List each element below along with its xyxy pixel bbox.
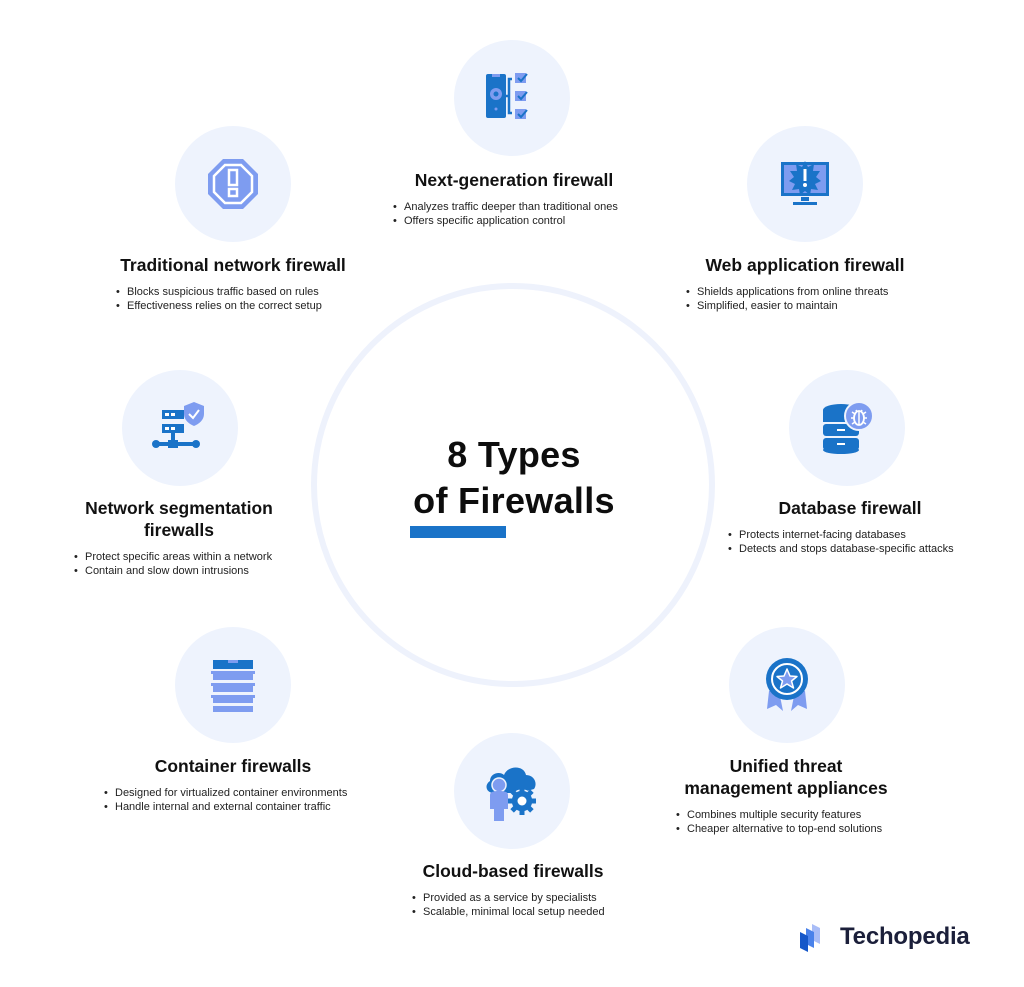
item-title-network-seg: Network segmentation firewalls [64, 497, 294, 541]
bullets-next-gen: Analyzes traffic deeper than traditional… [392, 201, 618, 228]
database-icon-circle [789, 370, 905, 486]
web-app-icon-circle [747, 126, 863, 242]
bullets-web-app: Shields applications from online threats… [685, 286, 888, 313]
item-title-web-app: Web application firewall [705, 255, 905, 275]
container-stack-icon [211, 660, 255, 712]
warning-octagon-icon [208, 159, 258, 209]
brand-name: Techopedia [840, 923, 970, 950]
bullet: Analyzes traffic deeper than traditional… [392, 201, 618, 215]
techopedia-logo-icon [800, 924, 820, 952]
traditional-icon-circle [175, 126, 291, 242]
bullet: Simplified, easier to maintain [685, 300, 888, 314]
server-shield-icon [152, 402, 204, 448]
bullet: Provided as a service by specialists [411, 892, 605, 906]
title-underline [410, 526, 506, 538]
utm-icon-circle [729, 627, 845, 743]
phone-checklist-icon [486, 73, 528, 119]
title-line-1: Unified threat [729, 756, 843, 776]
bullets-container: Designed for virtualized container envir… [103, 787, 347, 814]
center-ring [311, 283, 715, 687]
item-title-database: Database firewall [778, 498, 922, 518]
bullet: Offers specific application control [392, 215, 618, 229]
title-line-1: Network segmentation [85, 498, 273, 518]
next-gen-icon-circle [454, 40, 570, 156]
bullet: Contain and slow down intrusions [73, 565, 272, 579]
bullet: Effectiveness relies on the correct setu… [115, 300, 322, 314]
bullet: Protect specific areas within a network [73, 551, 272, 565]
brand-logo: Techopedia [798, 922, 970, 952]
item-title-next-gen: Next-generation firewall [414, 170, 614, 190]
bullet: Handle internal and external container t… [103, 801, 347, 815]
page-title: 8 Types of Firewalls [380, 432, 648, 524]
database-bug-icon [823, 401, 874, 454]
cloud-user-gear-icon [486, 767, 536, 821]
bullets-utm: Combines multiple security features Chea… [675, 809, 882, 836]
award-badge-icon [766, 658, 808, 711]
title-line-1: 8 Types [447, 434, 581, 475]
bullet: Detects and stops database-specific atta… [727, 543, 954, 557]
title-line-2: management appliances [684, 778, 888, 798]
container-icon-circle [175, 627, 291, 743]
item-title-traditional: Traditional network firewall [120, 255, 346, 275]
item-title-container: Container firewalls [154, 756, 312, 776]
bullet: Blocks suspicious traffic based on rules [115, 286, 322, 300]
item-title-utm: Unified threat management appliances [670, 755, 902, 799]
network-seg-icon-circle [122, 370, 238, 486]
bullets-network-seg: Protect specific areas within a network … [73, 551, 272, 578]
bullet: Scalable, minimal local setup needed [411, 906, 605, 920]
bullets-cloud: Provided as a service by specialists Sca… [411, 892, 605, 919]
cloud-icon-circle [454, 733, 570, 849]
bullet: Shields applications from online threats [685, 286, 888, 300]
bullet: Protects internet-facing databases [727, 529, 954, 543]
bullet: Combines multiple security features [675, 809, 882, 823]
bullets-traditional: Blocks suspicious traffic based on rules… [115, 286, 322, 313]
bullet: Designed for virtualized container envir… [103, 787, 347, 801]
bullets-database: Protects internet-facing databases Detec… [727, 529, 954, 556]
bullet: Cheaper alternative to top-end solutions [675, 823, 882, 837]
monitor-alert-icon [781, 161, 829, 205]
title-line-2: firewalls [143, 520, 215, 540]
title-line-2: of Firewalls [413, 480, 615, 521]
item-title-cloud: Cloud-based firewalls [422, 861, 604, 881]
